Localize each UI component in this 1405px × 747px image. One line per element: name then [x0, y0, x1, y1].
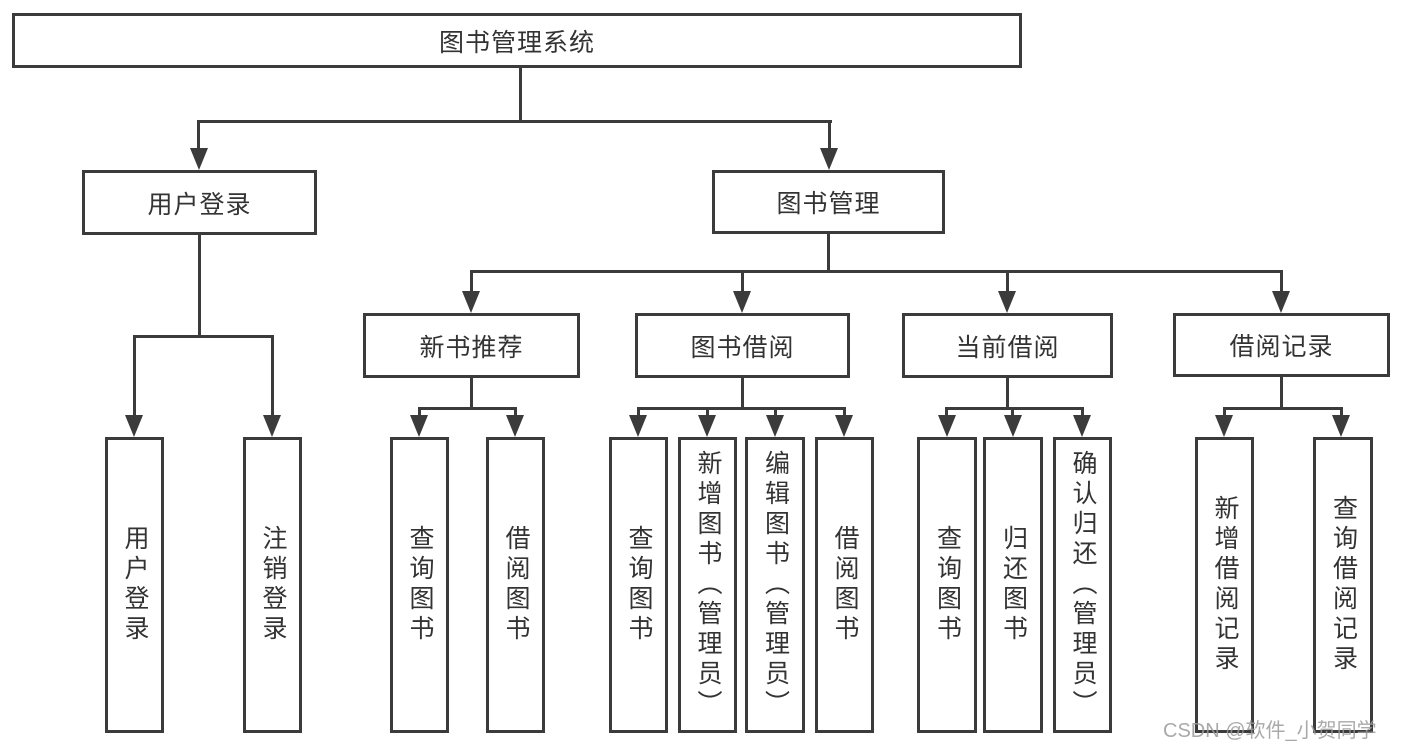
connector-line	[1006, 270, 1009, 294]
connector-line	[1006, 377, 1009, 409]
arrow-down-icon	[190, 148, 208, 170]
arrow-down-icon	[629, 415, 647, 437]
connector-line	[827, 233, 830, 272]
connector-line	[1340, 407, 1343, 417]
node-current-borrow: 当前借阅	[902, 313, 1113, 378]
connector-line	[741, 270, 744, 294]
connector-line	[470, 377, 473, 409]
leaf-add-book-admin: 新增图书（管理员）	[678, 437, 737, 733]
connector-line	[843, 407, 846, 417]
arrow-down-icon	[1332, 415, 1350, 437]
connector-line	[519, 68, 522, 123]
watermark: CSDN @软件_小贺同学	[1163, 720, 1377, 742]
connector-line	[828, 120, 831, 150]
leaf-confirm-return-admin-label: 确认归还（管理员）	[1069, 450, 1097, 720]
leaf-return-book: 归还图书	[983, 437, 1043, 733]
leaf-query-borrow-record: 查询借阅记录	[1313, 437, 1373, 733]
node-borrow-records-label: 借阅记录	[1229, 333, 1334, 361]
connector-line	[706, 407, 709, 417]
arrow-down-icon	[410, 415, 428, 437]
node-new-book-recommend-label: 新书推荐	[419, 333, 524, 362]
leaf-user-login-label: 用户登录	[121, 525, 149, 645]
connector-line	[1280, 376, 1283, 409]
leaf-user-login: 用户登录	[105, 437, 164, 733]
leaf-logout-login-label: 注销登录	[259, 525, 287, 645]
connector-line	[1011, 407, 1014, 417]
connector-line	[1223, 407, 1343, 410]
connector-line	[637, 407, 640, 417]
connector-line	[470, 270, 473, 294]
arrow-down-icon	[820, 148, 838, 170]
connector-line	[418, 407, 517, 410]
connector-line	[1223, 407, 1226, 417]
connector-line	[418, 407, 421, 417]
arrow-down-icon	[766, 415, 784, 437]
leaf-query-borrow-record-label: 查询借阅记录	[1329, 495, 1358, 675]
connector-line	[945, 407, 948, 417]
arrow-down-icon	[733, 291, 751, 313]
leaf-return-book-label: 归还图书	[999, 525, 1028, 645]
node-new-book-recommend: 新书推荐	[363, 313, 580, 378]
node-user-login: 用户登录	[82, 170, 317, 235]
arrow-down-icon	[1215, 415, 1233, 437]
connector-line	[514, 407, 517, 417]
arrow-down-icon	[1004, 415, 1022, 437]
connector-line	[133, 335, 274, 338]
leaf-borrow-book-label: 借阅图书	[831, 525, 859, 645]
leaf-borrow-book: 借阅图书	[815, 437, 874, 733]
connector-line	[198, 234, 201, 337]
connector-line	[741, 377, 744, 409]
connector-line	[133, 335, 136, 417]
arrow-down-icon	[998, 291, 1016, 313]
leaf-query-book-borrow-label: 查询图书	[625, 525, 653, 645]
node-book-management: 图书管理	[712, 170, 945, 234]
arrow-down-icon	[125, 415, 143, 437]
arrow-down-icon	[698, 415, 716, 437]
leaf-borrow-book-recommend: 借阅图书	[486, 437, 545, 733]
connector-line	[1081, 407, 1084, 417]
arrow-down-icon	[938, 415, 956, 437]
leaf-query-book-recommend: 查询图书	[390, 437, 449, 733]
connector-line	[637, 407, 846, 410]
node-borrow-records: 借阅记录	[1173, 313, 1390, 377]
node-current-borrow-label: 当前借阅	[955, 333, 1060, 362]
connector-line	[271, 335, 274, 417]
leaf-query-book-current-label: 查询图书	[933, 525, 962, 645]
node-book-borrow-label: 图书借阅	[690, 333, 795, 362]
connector-line	[1280, 270, 1283, 294]
leaf-logout-login: 注销登录	[243, 437, 302, 733]
leaf-add-borrow-record-label: 新增借阅记录	[1211, 495, 1239, 675]
leaf-query-book-current: 查询图书	[917, 437, 977, 733]
arrow-down-icon	[1272, 291, 1290, 313]
leaf-edit-book-admin-label: 编辑图书（管理员）	[761, 450, 790, 720]
arrow-down-icon	[263, 415, 281, 437]
leaf-query-book-borrow: 查询图书	[609, 437, 668, 733]
connector-line	[197, 120, 200, 150]
leaf-add-borrow-record: 新增借阅记录	[1195, 437, 1254, 733]
leaf-confirm-return-admin: 确认归还（管理员）	[1053, 437, 1112, 733]
connector-line	[945, 407, 1084, 410]
connector-line	[774, 407, 777, 417]
arrow-down-icon	[506, 415, 524, 437]
node-root-label: 图书管理系统	[438, 28, 595, 57]
connector-line	[197, 120, 832, 123]
arrow-down-icon	[835, 415, 853, 437]
arrow-down-icon	[462, 291, 480, 313]
node-book-management-label: 图书管理	[776, 190, 881, 218]
leaf-borrow-book-recommend-label: 借阅图书	[502, 525, 530, 645]
node-book-borrow: 图书借阅	[635, 313, 850, 378]
leaf-query-book-recommend-label: 查询图书	[406, 525, 434, 645]
connector-line	[470, 270, 1282, 273]
node-root: 图书管理系统	[12, 13, 1022, 68]
node-user-login-label: 用户登录	[147, 190, 252, 219]
leaf-edit-book-admin: 编辑图书（管理员）	[745, 437, 805, 733]
leaf-add-book-admin-label: 新增图书（管理员）	[694, 450, 722, 720]
arrow-down-icon	[1073, 415, 1091, 437]
